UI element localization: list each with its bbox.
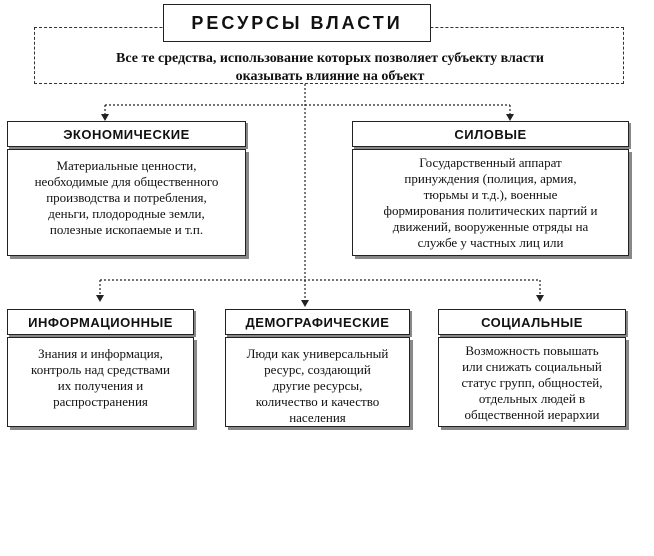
definition-line: оказывать влияние на объект bbox=[235, 69, 425, 84]
resource-social: СОЦИАЛЬНЫЕ Возможность повышать или сниж… bbox=[438, 309, 626, 427]
arrowhead-economic bbox=[101, 114, 109, 121]
arrowhead-social bbox=[536, 295, 544, 302]
resource-social-description: Возможность повышать или снижать социаль… bbox=[438, 337, 626, 427]
description-line: полезные ископаемые и т.п. bbox=[49, 222, 204, 237]
description-line: контроль над средствами bbox=[31, 362, 170, 377]
resource-force: СИЛОВЫЕ Государственный аппарат принужде… bbox=[352, 121, 629, 256]
description-line: Государственный аппарат bbox=[419, 155, 562, 170]
definition-line: Все те средства, использование которых п… bbox=[116, 51, 544, 66]
resource-demographic-description: Люди как универсальный ресурс, создающий… bbox=[225, 337, 410, 427]
resource-economic-description: Материальные ценности, необходимые для о… bbox=[7, 149, 246, 256]
description-line: общественной иерархии bbox=[464, 407, 600, 422]
description-line: населения bbox=[289, 410, 346, 425]
arrowhead-information bbox=[96, 295, 104, 302]
resource-demographic-heading: ДЕМОГРАФИЧЕСКИЕ bbox=[225, 309, 410, 335]
resource-information-description: Знания и информация, контроль над средст… bbox=[7, 337, 194, 427]
description-line: производства и потребления, bbox=[46, 190, 207, 205]
description-line: Материальные ценности, bbox=[56, 158, 197, 173]
resource-demographic: ДЕМОГРАФИЧЕСКИЕ Люди как универсальный р… bbox=[225, 309, 410, 427]
resource-economic-heading: ЭКОНОМИЧЕСКИЕ bbox=[7, 121, 246, 147]
description-line: Знания и информация, bbox=[38, 346, 163, 361]
description-line: формирования политических партий и bbox=[383, 203, 598, 218]
description-line: необходимые для общественного bbox=[34, 174, 219, 189]
description-line: их получения и bbox=[57, 378, 144, 393]
resource-force-heading: СИЛОВЫЕ bbox=[352, 121, 629, 147]
description-line: распространения bbox=[53, 394, 148, 409]
resource-force-description: Государственный аппарат принуждения (пол… bbox=[352, 149, 629, 256]
description-line: службе у частных лиц или bbox=[417, 235, 564, 250]
description-line: отдельных людей в bbox=[478, 391, 586, 406]
description-line: или снижать социальный bbox=[462, 359, 602, 374]
description-line: Возможность повышать bbox=[465, 343, 599, 358]
description-line: другие ресурсы, bbox=[272, 378, 363, 393]
description-line: статус групп, общностей, bbox=[461, 375, 603, 390]
resource-economic: ЭКОНОМИЧЕСКИЕ Материальные ценности, нео… bbox=[7, 121, 246, 256]
description-line: Люди как универсальный bbox=[246, 346, 389, 361]
resource-social-heading: СОЦИАЛЬНЫЕ bbox=[438, 309, 626, 335]
arrowhead-force bbox=[506, 114, 514, 121]
description-line: принуждения (полиция, армия, bbox=[404, 171, 577, 186]
description-line: ресурс, создающий bbox=[264, 362, 371, 377]
resource-information-heading: ИНФОРМАЦИОННЫЕ bbox=[7, 309, 194, 335]
description-line: деньги, плодородные земли, bbox=[48, 206, 205, 221]
resource-information: ИНФОРМАЦИОННЫЕ Знания и информация, конт… bbox=[7, 309, 194, 427]
description-line: тюрьмы и т.д.), военные bbox=[423, 187, 558, 202]
diagram-title: РЕСУРСЫ ВЛАСТИ bbox=[191, 12, 403, 33]
description-line: движений, вооруженные отряды на bbox=[392, 219, 589, 234]
description-line: количество и качество bbox=[255, 394, 380, 409]
arrowhead-demographic bbox=[301, 300, 309, 307]
definition-text: Все те средства, использование которых п… bbox=[60, 50, 600, 86]
diagram-title-box: РЕСУРСЫ ВЛАСТИ bbox=[163, 4, 431, 42]
